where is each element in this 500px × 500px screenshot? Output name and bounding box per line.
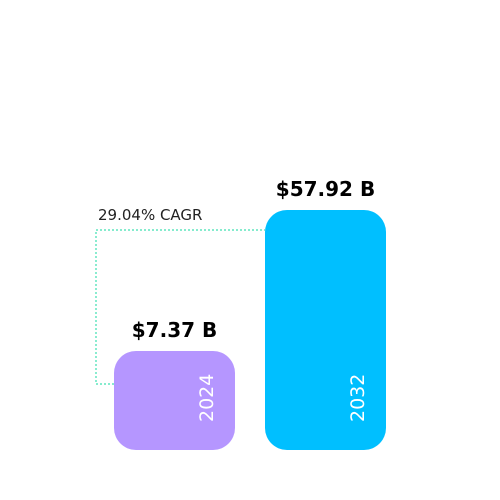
- cagr-annotation: 29.04% CAGR: [98, 206, 202, 224]
- value-label-2032: $57.92 B: [276, 177, 375, 201]
- cagr-connector-line: [95, 229, 265, 385]
- bars-group: $7.37 B 2024 $57.92 B 2032: [114, 177, 386, 450]
- category-label-2024: 2024: [196, 374, 218, 422]
- bar-2032: [265, 210, 386, 450]
- value-label-2024: $7.37 B: [132, 318, 217, 342]
- bar-2024: [114, 351, 235, 450]
- category-label-2032: 2032: [347, 374, 369, 422]
